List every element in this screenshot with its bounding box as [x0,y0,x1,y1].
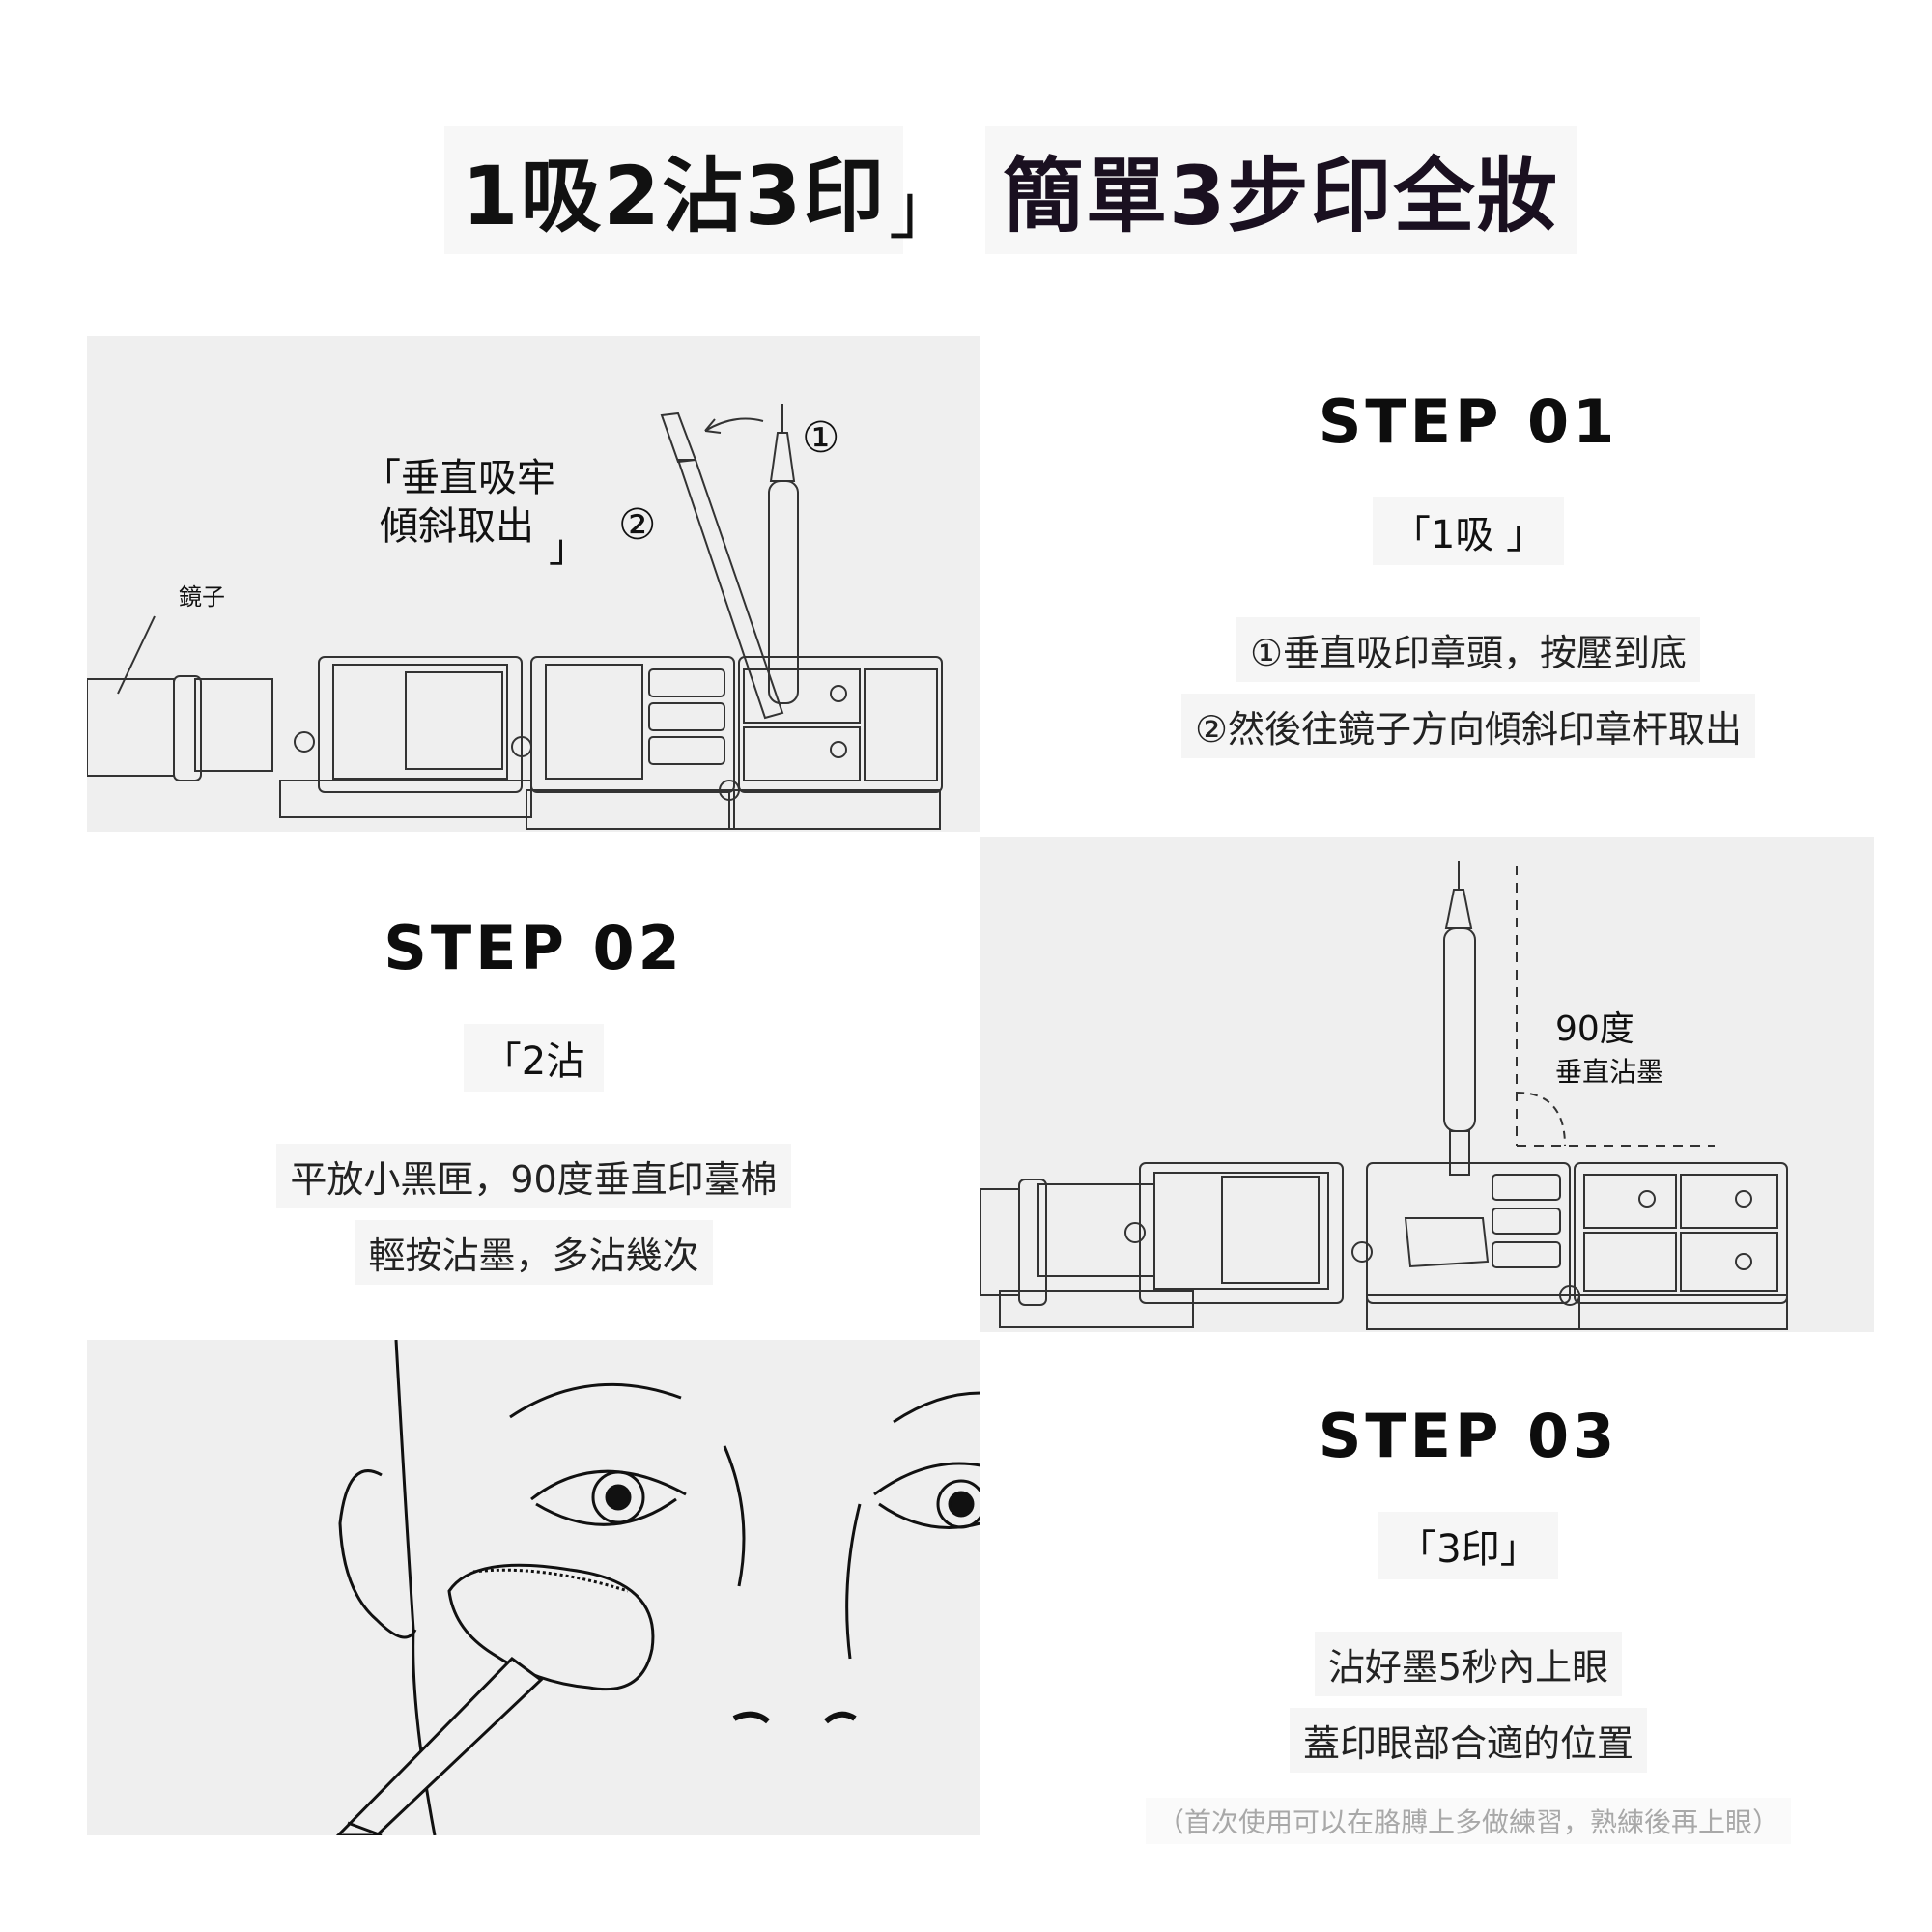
step3-description: 沾好墨5秒內上眼 蓋印眼部合適的位置 （首次使用可以在胳膊上多做練習，熟練後再上… [980,1626,1932,1844]
step3-line-2: 蓋印眼部合適的位置 [1289,1708,1647,1773]
step2-line-2: 輕按沾墨，多沾幾次 [355,1220,713,1285]
step3-line-1: 沾好墨5秒內上眼 [1314,1632,1623,1696]
step1-line-2: ②然後往鏡子方向傾斜印章杆取出 [1180,694,1756,758]
step1-tag: 「1吸 」 [1372,497,1565,565]
step1-block: STEP 01 「1吸 」 ①垂直吸印章頭，按壓到底 ②然後往鏡子方向傾斜印章杆… [980,386,1932,764]
step2-title: STEP 02 [384,913,684,983]
case-illustration [87,404,943,830]
marker-1: ① [802,413,840,463]
title-left: 1吸2沾3印 [444,126,904,254]
step1-title: STEP 01 [1318,386,1619,457]
step1-description: ①垂直吸印章頭，按壓到底 ②然後往鏡子方向傾斜印章杆取出 [980,611,1932,764]
quote-line1: 「垂直吸牢 [362,456,555,500]
step3-note: （首次使用可以在胳膊上多做練習，熟練後再上眼） [1145,1798,1791,1844]
page-title: 1吸2沾3印 」 簡單3步印全妝 [0,126,1932,254]
step2-block: STEP 02 「2沾 平放小黑匣，90度垂直印臺棉 輕按沾墨，多沾幾次 [87,913,980,1291]
step2-line-1: 平放小黑匣，90度垂直印臺棉 [276,1144,791,1208]
mirror-label: 鏡子 [179,583,225,611]
step1-illustration: 「垂直吸牢 傾斜取出 」 鏡子 ① ② [87,336,980,832]
step1-line-1: ①垂直吸印章頭，按壓到底 [1236,617,1701,682]
step2-tag: 「2沾 [463,1024,605,1092]
title-right: 簡單3步印全妝 [985,126,1577,254]
case-dipping-illustration [980,861,1788,1330]
quote-line2: 傾斜取出 [380,504,534,549]
step2-description: 平放小黑匣，90度垂直印臺棉 輕按沾墨，多沾幾次 [87,1138,980,1291]
step2-illustration: 90度 垂直沾墨 [980,837,1874,1332]
title-bracket: 」 [889,169,956,248]
face-illustration [335,1340,980,1835]
step3-tag: 「3印」 [1378,1512,1558,1579]
step3-illustration [87,1340,980,1835]
angle-sub-label: 垂直沾墨 [1555,1056,1664,1088]
step3-block: STEP 03 「3印」 沾好墨5秒內上眼 蓋印眼部合適的位置 （首次使用可以在… [980,1401,1932,1844]
angle-label: 90度 [1555,1009,1634,1049]
marker-2: ② [618,500,657,550]
quote-close: 」 [549,526,587,571]
step3-title: STEP 03 [1318,1401,1619,1471]
